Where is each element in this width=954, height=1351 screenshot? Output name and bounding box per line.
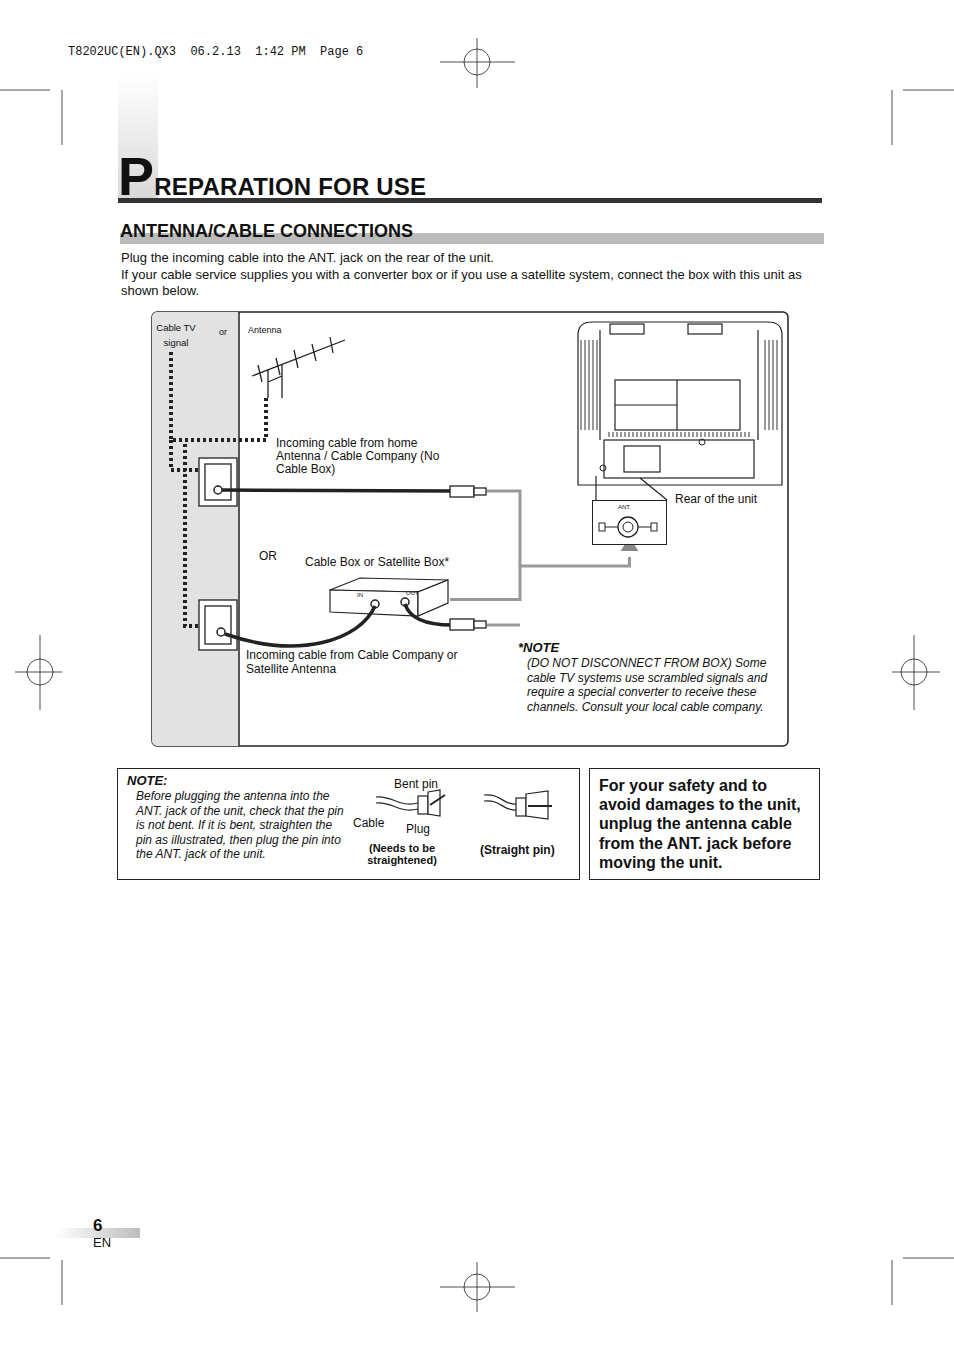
connector-line (450, 557, 630, 600)
jack-label: ANT. (618, 504, 631, 511)
figure-caption: (Straight pin) (480, 843, 555, 857)
port-label: IN (357, 592, 363, 599)
part-label: Bent pin (394, 777, 438, 791)
port-label: OUT (406, 590, 419, 597)
or-label: OR (259, 549, 277, 563)
signal-connector (450, 537, 639, 600)
source-label: Antenna (248, 325, 282, 336)
cable-label: Incoming cable from Cable Company or Sat… (246, 648, 476, 676)
page-number: 6 (93, 1216, 102, 1236)
cable-label: Incoming cable from home Antenna / Cable… (276, 437, 446, 476)
intro-text: Plug the incoming cable into the ANT. ja… (121, 250, 841, 266)
page-title: PREPARATION FOR USE (118, 146, 426, 217)
file-header: T8202UC(EN).QX3 06.2.13 1:42 PM Page 6 (68, 45, 363, 59)
note-heading: NOTE: (127, 773, 167, 789)
intro-text: If your cable service supplies you with … (121, 267, 821, 299)
source-label: Cable TV signal (153, 320, 199, 350)
note-text: (DO NOT DISCONNECT FROM BOX) Some cable … (527, 656, 782, 714)
part-label: Cable (353, 816, 384, 830)
box-heading: Cable Box or Satellite Box* (305, 555, 449, 569)
figure-caption: (Needs to be straightened) (352, 842, 452, 866)
part-label: Plug (406, 822, 430, 836)
section-heading: ANTENNA/CABLE CONNECTIONS (120, 221, 413, 243)
source-label: or (219, 327, 227, 338)
note-heading: *NOTE (518, 640, 559, 656)
language-code: EN (93, 1235, 111, 1251)
safety-text: For your safety and to avoid damages to … (599, 776, 813, 872)
ant-jack-inset: ANT. (592, 500, 667, 545)
cable-box: Cable Box or Satellite Box* IN OUT (300, 552, 450, 622)
note-box: NOTE:Before plugging the antenna into th… (117, 768, 580, 880)
unit-label: Rear of the unit (675, 492, 757, 506)
safety-box: For your safety and to avoid damages to … (589, 768, 820, 880)
note-text: Before plugging the antenna into the ANT… (136, 789, 348, 862)
